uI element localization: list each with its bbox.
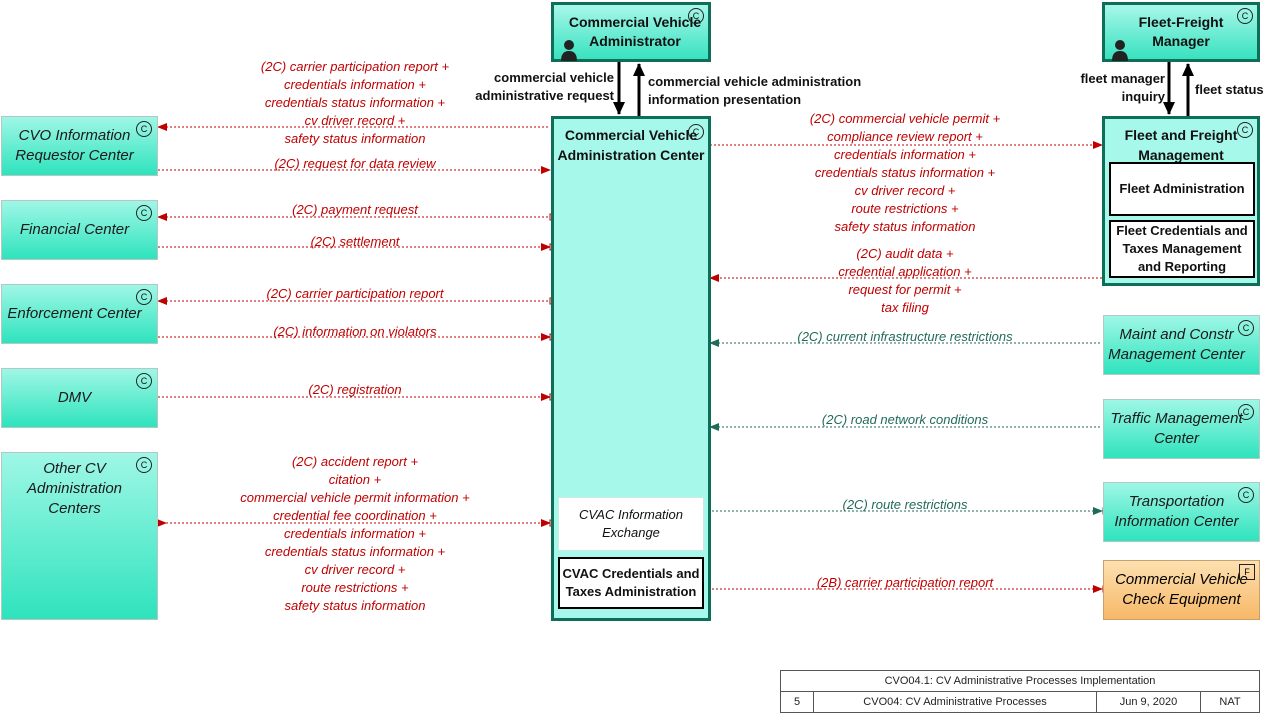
transportation-information-center[interactable]: Transportation Information Center C <box>1103 482 1260 542</box>
flow-label-maint: (2C) current infrastructure restrictions <box>797 329 1013 344</box>
class-c-badge: C <box>688 8 704 24</box>
class-c-badge: C <box>1238 487 1254 503</box>
traffic-management-center[interactable]: Traffic Management Center C <box>1103 399 1260 459</box>
fleet-freight-management[interactable]: Fleet and Freight Management C Fleet Adm… <box>1102 116 1260 286</box>
title-block-name: CVO04: CV Administrative Processes <box>813 691 1097 713</box>
person-icon <box>561 40 577 61</box>
other-cv-administration-centers[interactable]: Other CV Administration Centers C <box>1 452 158 620</box>
maint-constr-management-center[interactable]: Maint and Constr Management Center C <box>1103 315 1260 375</box>
flow-label-ffm-in: (2C) audit data +credential application … <box>838 246 972 315</box>
flow-label-transport: (2C) route restrictions <box>842 497 968 512</box>
cvac-title: Commercial Vehicle Administration Center <box>557 127 705 163</box>
flow-label-other: (2C) accident report +citation +commerci… <box>240 454 470 613</box>
flow-label-traffic: (2C) road network conditions <box>821 412 989 427</box>
terminator-label: Fleet-Freight Manager <box>1138 14 1224 49</box>
flow-label-check: (2B) carrier participation report <box>816 575 994 590</box>
title-block-date: Jun 9, 2020 <box>1096 691 1201 713</box>
person-icon <box>1112 40 1128 61</box>
center-label: Maint and Constr Management Center <box>1108 326 1245 363</box>
center-label: Transportation Information Center <box>1114 493 1239 530</box>
class-c-badge: C <box>136 289 152 305</box>
title-block-title: CVO04.1: CV Administrative Processes Imp… <box>780 670 1260 692</box>
flow-label-enf-down: (2C) information on violators <box>273 324 437 339</box>
class-c-badge: C <box>1238 404 1254 420</box>
terminator-label: Commercial Vehicle Administrator <box>568 14 702 49</box>
class-f-badge: F <box>1239 564 1255 580</box>
center-label: Commercial Vehicle Check Equipment <box>1115 571 1248 608</box>
center-label: Traffic Management Center <box>1110 410 1243 447</box>
flow-label-dmv: (2C) registration <box>308 382 402 397</box>
cvac-credentials-taxes[interactable]: CVAC Credentials and Taxes Administratio… <box>558 557 704 609</box>
center-label: DMV <box>57 389 92 406</box>
title-block-page: 5 <box>780 691 814 713</box>
class-c-badge: C <box>1238 320 1254 336</box>
flow-label-fin-up: (2C) payment request <box>292 202 418 217</box>
flow-label-cvo-down: (2C) request for data review <box>274 156 436 171</box>
cv-administrator-terminator[interactable]: Commercial Vehicle Administrator C <box>551 2 711 62</box>
center-label: CVO Information Requestor Center <box>15 127 134 164</box>
flow-label-cvo-up: (2C) carrier participation report +crede… <box>260 59 450 146</box>
flow-label-enf-up: (2C) carrier participation report <box>266 286 444 301</box>
class-c-badge: C <box>136 205 152 221</box>
center-label: Financial Center <box>19 221 130 238</box>
dmv-center[interactable]: DMV C <box>1 368 158 428</box>
cvac-center[interactable]: Commercial Vehicle Administration Center… <box>551 116 711 621</box>
fleet-credentials-taxes[interactable]: Fleet Credentials and Taxes Management a… <box>1109 220 1255 278</box>
title-block: CVO04.1: CV Administrative Processes Imp… <box>780 670 1260 713</box>
class-c-badge: C <box>136 373 152 389</box>
center-label: Other CV Administration Centers <box>26 460 123 517</box>
flow-label-fin-down: (2C) settlement <box>310 234 400 249</box>
flow-label-ffm-out: (2C) commercial vehicle permit +complian… <box>809 111 1001 234</box>
title-block-scope: NAT <box>1200 691 1260 713</box>
class-c-badge: C <box>1237 122 1253 138</box>
flow-label-fleet-status: fleet status <box>1195 82 1264 97</box>
class-c-badge: C <box>136 457 152 473</box>
fleet-administration[interactable]: Fleet Administration <box>1109 162 1255 216</box>
financial-center[interactable]: Financial Center C <box>1 200 158 260</box>
fleet-freight-manager-terminator[interactable]: Fleet-Freight Manager C <box>1102 2 1260 62</box>
cvac-info-exchange[interactable]: CVAC Information Exchange <box>558 497 704 551</box>
commercial-vehicle-check-equipment[interactable]: Commercial Vehicle Check Equipment F <box>1103 560 1260 620</box>
center-label: Enforcement Center <box>7 305 142 322</box>
ffm-title: Fleet and Freight Management <box>1124 127 1238 163</box>
class-c-badge: C <box>688 124 704 140</box>
cvo-information-requestor-center[interactable]: CVO Information Requestor Center C <box>1 116 158 176</box>
class-c-badge: C <box>136 121 152 137</box>
class-c-badge: C <box>1237 8 1253 24</box>
enforcement-center[interactable]: Enforcement Center C <box>1 284 158 344</box>
